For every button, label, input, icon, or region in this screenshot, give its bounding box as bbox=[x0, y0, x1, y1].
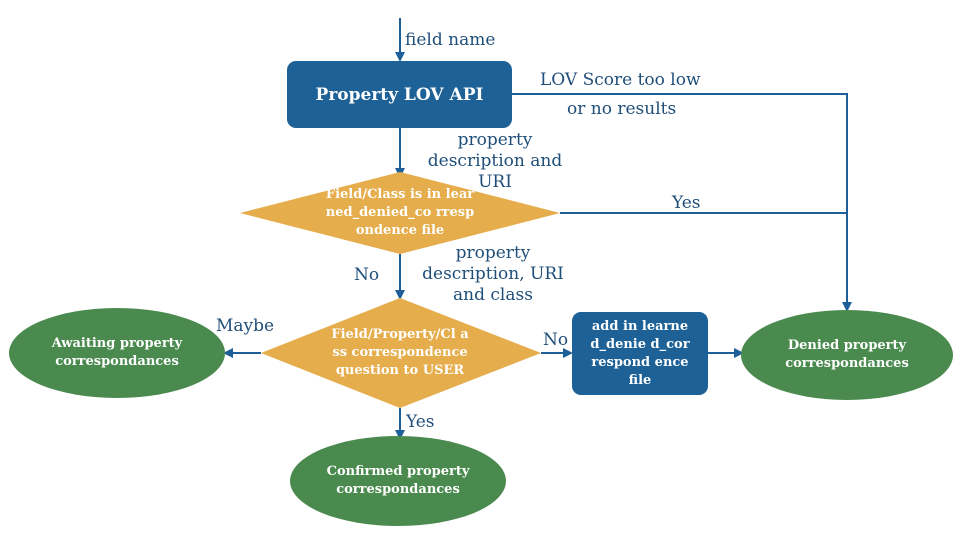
label-yes-top: Yes bbox=[672, 193, 701, 213]
add-denied-node: add in learned_denie d_correspond ence f… bbox=[572, 312, 708, 395]
denied-check-diamond bbox=[240, 172, 560, 254]
label-lov-score: LOV Score too low bbox=[540, 70, 701, 90]
confirmed-node: Confirmed property correspondances bbox=[308, 446, 488, 516]
user-question-node: Field/Property/Cl ass correspondence que… bbox=[325, 303, 475, 403]
label-no-results: or no results bbox=[567, 99, 677, 119]
user-question-label: Field/Property/Cl ass correspondence que… bbox=[331, 327, 469, 378]
denied-check-node: Field/Class is in learned_denied_co rres… bbox=[320, 172, 480, 254]
label-maybe: Maybe bbox=[216, 316, 275, 336]
awaiting-ellipse bbox=[9, 308, 225, 398]
lov-api-node: Property LOV API bbox=[287, 61, 512, 128]
lov-api-box bbox=[287, 61, 512, 128]
label-no-left: No bbox=[354, 265, 380, 285]
arrow-lov-to-denied bbox=[512, 93, 852, 312]
add-denied-label: add in learned_denie d_correspond ence f… bbox=[590, 318, 690, 388]
denied-check-label: Field/Class is in learned_denied_co rres… bbox=[325, 187, 475, 238]
denied-node: Denied property correspondances bbox=[752, 325, 942, 385]
label-prop-desc-uri: property description and URI bbox=[427, 130, 563, 192]
user-question-diamond bbox=[261, 298, 541, 408]
confirmed-label: Confirmed property correspondances bbox=[326, 464, 470, 497]
label-field-name: field name bbox=[405, 30, 496, 50]
confirmed-ellipse bbox=[290, 436, 506, 526]
label-no-right: No bbox=[543, 330, 569, 350]
denied-ellipse bbox=[741, 310, 953, 400]
label-prop-desc-uri-class: property description, URI and class bbox=[422, 243, 564, 305]
lov-api-label: Property LOV API bbox=[315, 84, 484, 105]
awaiting-node: Awaiting property correspondances bbox=[27, 318, 207, 388]
add-denied-box bbox=[572, 312, 708, 395]
denied-label: Denied property correspondances bbox=[785, 338, 909, 371]
label-yes-bottom: Yes bbox=[406, 412, 435, 432]
awaiting-label: Awaiting property correspondances bbox=[51, 336, 183, 369]
